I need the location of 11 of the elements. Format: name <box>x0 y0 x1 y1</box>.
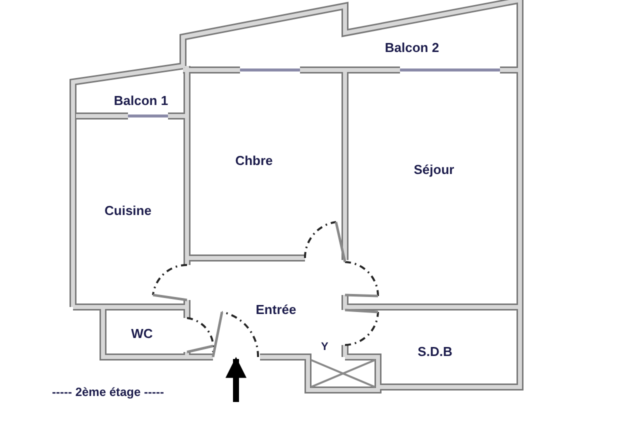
room-label: S.D.B <box>418 344 452 358</box>
room-label: Chbre <box>235 152 273 168</box>
room-label: Cuisine <box>104 202 152 218</box>
room-label: WC <box>131 326 153 340</box>
floor-label: ----- 2ème étage ----- <box>52 385 164 399</box>
entrance-arrow <box>226 356 246 402</box>
room-label: Entrée <box>256 302 296 316</box>
room-label: Séjour <box>414 162 454 176</box>
room-label: Balcon 2 <box>384 40 440 54</box>
symbol-label: Y <box>321 341 328 353</box>
room-label: Balcon 1 <box>114 92 168 108</box>
